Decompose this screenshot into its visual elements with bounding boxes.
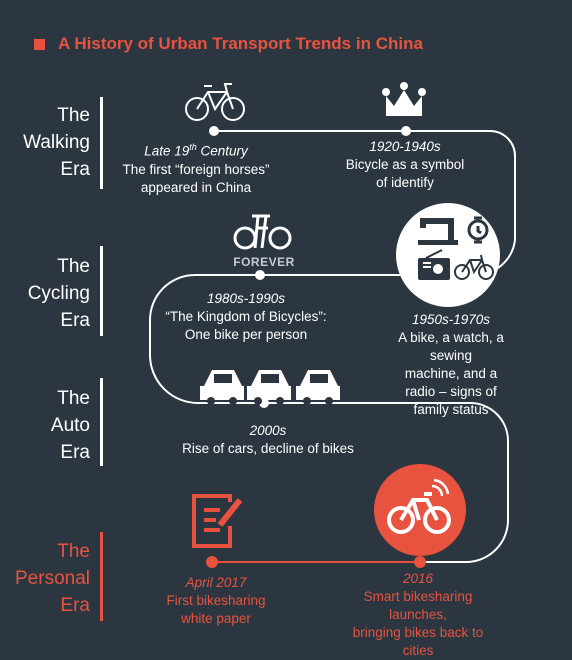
- status-items-circle: [396, 203, 500, 307]
- milestone-dot-1920: [401, 126, 411, 136]
- milestone-1920: 1920-1940s Bicycle as a symbol of identi…: [346, 138, 465, 192]
- milestone-dot-late19: [209, 126, 219, 136]
- title-row: A History of Urban Transport Trends in C…: [34, 34, 423, 54]
- smart-bike-circle: [374, 464, 466, 556]
- crown-icon: [382, 82, 426, 116]
- forever-logo-text: FOREVER: [233, 255, 295, 269]
- forever-bicycle-logo: [233, 214, 292, 250]
- milestone-1950: 1950s-1970s A bike, a watch, a sewing ma…: [391, 311, 512, 419]
- page-title: A History of Urban Transport Trends in C…: [58, 34, 423, 53]
- milestone-date: 2000s: [249, 423, 287, 438]
- milestone-late19: Late 19th Century The first “foreign hor…: [122, 138, 269, 197]
- era-label-walking: The Walking Era: [23, 105, 90, 180]
- milestone-2017: April 2017 First bikesharing white paper: [166, 574, 265, 628]
- car-icon: [296, 370, 340, 405]
- milestone-1980: 1980s-1990s “The Kingdom of Bicycles”: O…: [165, 290, 326, 344]
- milestone-dot-2016: [414, 556, 426, 568]
- bicycle-icon: [185, 83, 245, 121]
- milestone-date: 1920-1940s: [369, 139, 441, 154]
- timeline-path: [149, 130, 516, 563]
- era-bar-walking: [100, 97, 103, 189]
- milestone-date: 1950s-1970s: [411, 312, 491, 327]
- era-bar-auto: [100, 378, 103, 466]
- era-bar-personal: [100, 532, 103, 621]
- radio-icon: [418, 249, 450, 280]
- era-label-cycling: The Cycling Era: [27, 256, 90, 331]
- milestone-date: 1980s-1990s: [206, 291, 286, 306]
- milestone-desc: “The Kingdom of Bicycles”: One bike per …: [165, 309, 327, 342]
- milestone-date: April 2017: [185, 575, 247, 590]
- bicycle-icon: [454, 254, 494, 280]
- milestone-desc: First bikesharing white paper: [166, 593, 266, 626]
- era-label-personal: The Personal Era: [15, 541, 90, 616]
- milestone-dot-2017: [206, 556, 218, 568]
- sewing-machine-icon: [418, 218, 458, 245]
- car-icon: [247, 370, 291, 405]
- title-square-marker: [34, 38, 45, 50]
- milestone-desc: The first “foreign horses” appeared in C…: [122, 161, 270, 195]
- milestone-desc: A bike, a watch, a sewing machine, and a…: [398, 330, 504, 417]
- document-edit-icon: [192, 494, 243, 548]
- milestone-desc: Rise of cars, decline of bikes: [182, 441, 354, 456]
- milestone-desc: Smart bikesharing launches, bringing bik…: [352, 589, 484, 658]
- milestone-2016: 2016 Smart bikesharing launches, bringin…: [341, 570, 495, 660]
- milestone-date: 2016: [402, 571, 434, 586]
- milestone-desc: Bicycle as a symbol of identify: [345, 157, 465, 190]
- smart-bike-icon: [387, 478, 451, 534]
- car-icon: [200, 370, 244, 405]
- era-bar-cycling: [100, 246, 103, 336]
- milestone-date: Late 19th Century: [144, 142, 248, 159]
- watch-icon: [467, 216, 489, 244]
- milestone-dot-1980: [255, 270, 265, 280]
- era-label-auto: The Auto Era: [50, 388, 90, 463]
- milestone-2000: 2000s Rise of cars, decline of bikes: [182, 422, 354, 458]
